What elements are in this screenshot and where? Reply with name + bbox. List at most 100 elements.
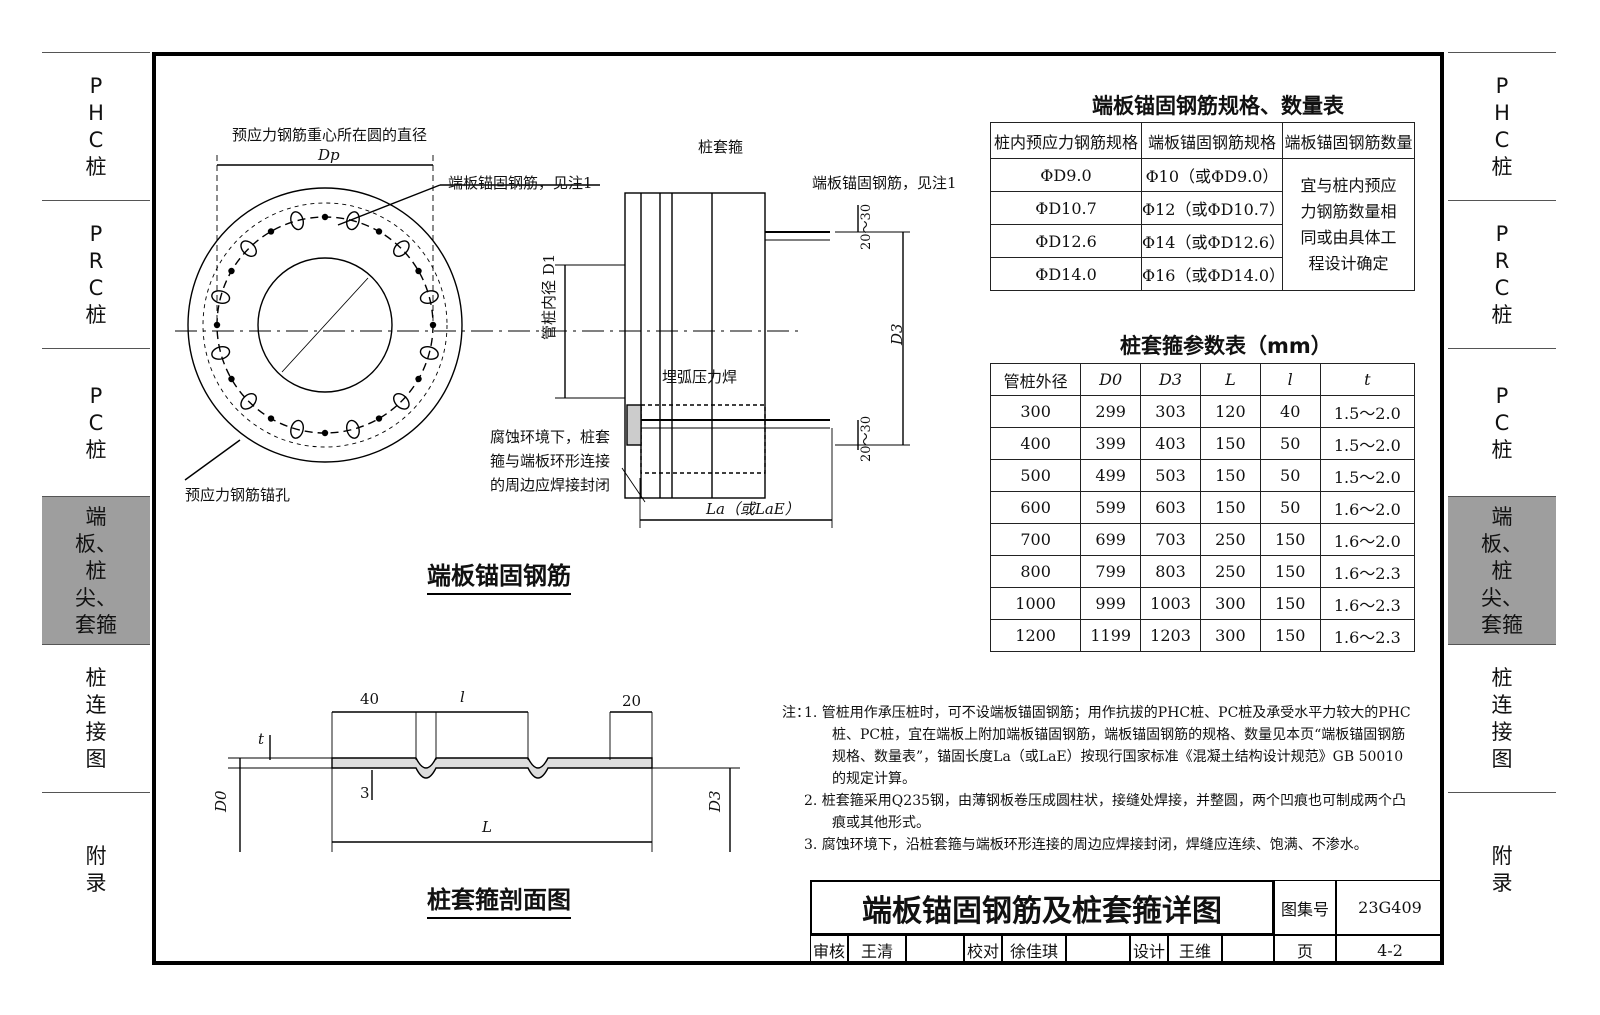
side-tab[interactable]: 端板、桩尖、套箍 — [1448, 496, 1556, 645]
hoop-section — [331, 757, 653, 779]
sec-dim-L: L — [482, 818, 492, 836]
side-tab[interactable]: PRC桩 — [42, 200, 150, 349]
hoop-cell: 599 — [1080, 491, 1142, 524]
hoop-cell: 150 — [1199, 427, 1261, 460]
atlas-label: 图集号 — [1274, 880, 1336, 935]
rebar-dot — [321, 213, 329, 221]
side-tab[interactable]: PC桩 — [1448, 348, 1556, 497]
anchor-hole — [211, 290, 231, 304]
rebar-dot — [429, 321, 437, 329]
hoop-cell: 503 — [1140, 459, 1201, 492]
side-tab[interactable]: PHC桩 — [1448, 52, 1556, 201]
hoop-cell: 150 — [1259, 555, 1321, 588]
label-hoop: 桩套箍 — [698, 138, 744, 156]
design-label: 设计 — [1130, 935, 1168, 965]
hoop-cell: 1.6～2.0 — [1319, 491, 1416, 524]
hoop-cell: 150 — [1199, 459, 1261, 492]
check-label: 校对 — [964, 935, 1002, 965]
rebar-dot — [213, 321, 221, 329]
anchor-cell: ΦD14.0 — [990, 257, 1142, 291]
anchor-hole — [346, 211, 360, 231]
hoop-cell: 1.6～2.3 — [1319, 619, 1416, 652]
side-tab-label: PHC桩 — [1491, 74, 1513, 179]
side-tab[interactable]: 附录 — [42, 792, 150, 946]
caption-end-plate: 端板锚固钢筋 — [427, 556, 571, 595]
hoop-cell: 403 — [1140, 427, 1201, 460]
checker-signature — [1066, 935, 1130, 965]
anchor-hole — [393, 393, 410, 410]
anchor-hole — [290, 211, 304, 231]
anchor-hole — [419, 290, 439, 304]
rebar-dot — [321, 429, 329, 437]
hoop-header: D0 — [1080, 363, 1142, 396]
hoop-cell: 299 — [1080, 395, 1142, 428]
review-label: 审核 — [810, 935, 848, 965]
atlas-number: 23G409 — [1336, 880, 1444, 935]
hoop-cell: 700 — [989, 523, 1082, 556]
side-tab[interactable]: 端板、桩尖、套箍 — [42, 496, 150, 645]
side-tab-label: 端板、桩尖、套箍 — [75, 504, 117, 637]
rebar-dot — [415, 375, 422, 383]
title-block: 端板锚固钢筋及桩套箍详图 图集号 23G409 审核 王清 校对 徐佳琪 设计 … — [810, 880, 1444, 965]
hoop-cell: 50 — [1259, 427, 1321, 460]
anchor-hole — [419, 346, 439, 360]
hoop-cell: 1003 — [1140, 587, 1201, 620]
inner-diameter-line — [281, 277, 369, 373]
side-tab[interactable]: 桩连接图 — [1448, 644, 1556, 793]
side-tab-label: 桩连接图 — [85, 666, 107, 771]
anchor-cell: Φ12（或ΦD10.7） — [1141, 191, 1285, 225]
reviewer-signature — [906, 935, 964, 965]
hoop-header: L — [1199, 363, 1261, 396]
hoop-cell: 250 — [1199, 523, 1261, 556]
hoop-cell: 300 — [1199, 619, 1261, 652]
label-corrosion: 腐蚀环境下，桩套箍与端板环形连接的周边应焊接封闭 — [490, 428, 611, 494]
hoop-cell: 150 — [1199, 491, 1261, 524]
side-tab[interactable]: PRC桩 — [1448, 200, 1556, 349]
side-tab[interactable]: 附录 — [1448, 792, 1556, 946]
note-item: 3. 腐蚀环境下，沿桩套箍与端板环形连接的周边应焊接封闭，焊缝应连续、饱满、不渗… — [804, 837, 1368, 853]
hoop-cell: 999 — [1080, 587, 1142, 620]
hoop-table-title: 桩套箍参数表（mm） — [1120, 334, 1332, 358]
anchor-header: 桩内预应力钢筋规格 — [990, 122, 1142, 159]
hoop-header: D3 — [1140, 363, 1201, 396]
hoop-cell: 399 — [1080, 427, 1142, 460]
hoop-cell: 699 — [1080, 523, 1142, 556]
hoop-cell: 1000 — [989, 587, 1082, 620]
side-tab-label: 附录 — [1491, 843, 1513, 895]
anchor-hole — [240, 240, 257, 257]
hoop-cell: 800 — [989, 555, 1082, 588]
hoop-cell: 1.6～2.3 — [1319, 555, 1416, 588]
hoop-header: l — [1259, 363, 1321, 396]
dim-20-30-bottom: 20～30 — [859, 415, 874, 462]
outer-dash-circle — [202, 202, 448, 448]
anchor-table: 桩内预应力钢筋规格 端板锚固钢筋规格 端板锚固钢筋数量 ΦD9.0 Φ10（或Φ… — [990, 122, 1415, 291]
hoop-cell: 1200 — [989, 619, 1082, 652]
side-tab[interactable]: PC桩 — [42, 348, 150, 497]
side-tab[interactable]: PHC桩 — [42, 52, 150, 201]
page-label: 页 — [1274, 935, 1336, 965]
page-number: 4-2 — [1336, 935, 1444, 965]
label-inner-dia: 管桩内径 D1 — [540, 253, 558, 340]
hoop-cell: 703 — [1140, 523, 1201, 556]
anchor-hole — [393, 240, 410, 257]
hoop-cell: 803 — [1140, 555, 1201, 588]
hoop-cell: 1199 — [1080, 619, 1142, 652]
side-tab[interactable]: 桩连接图 — [42, 644, 150, 793]
sec-dim-t: t — [258, 730, 265, 748]
label-hole: 预应力钢筋锚孔 — [185, 486, 291, 504]
hoop-cell: 50 — [1259, 491, 1321, 524]
hoop-cell: 600 — [989, 491, 1082, 524]
drawing-title: 端板锚固钢筋及桩套箍详图 — [810, 880, 1274, 935]
side-tab-label: PHC桩 — [85, 74, 107, 179]
anchor-header: 端板锚固钢筋数量 — [1282, 122, 1415, 159]
designer-name: 王维 — [1168, 935, 1222, 965]
